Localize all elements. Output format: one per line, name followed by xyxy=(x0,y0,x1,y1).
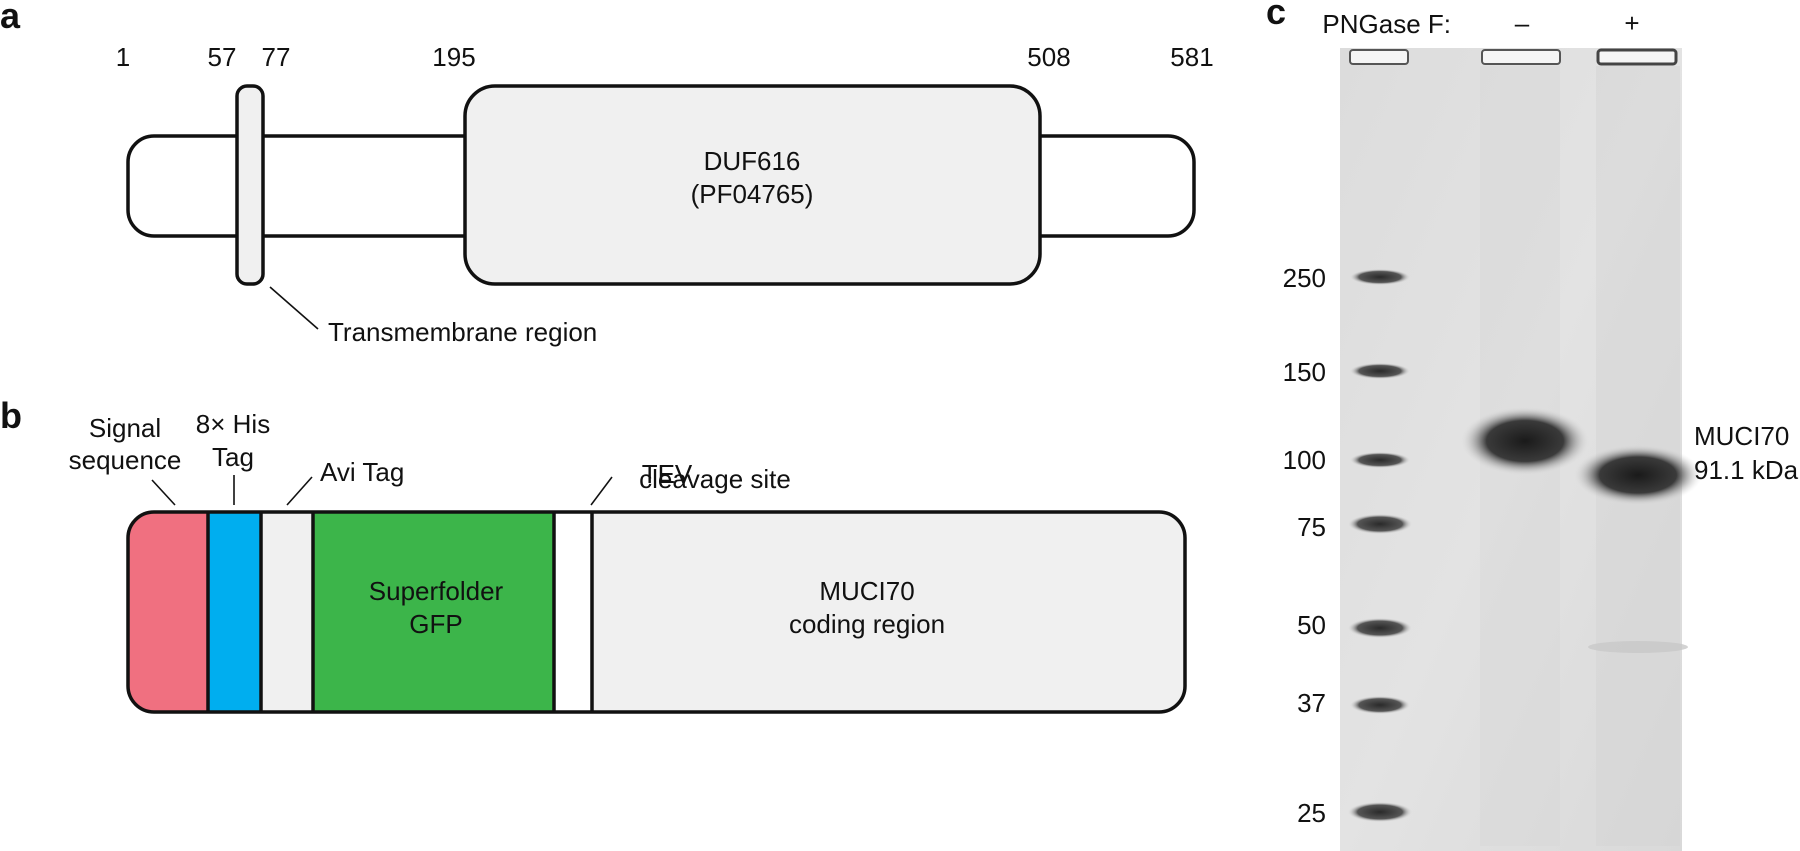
coding-label-line1: MUCI70 xyxy=(819,576,914,606)
ladder-label-150: 150 xyxy=(1283,357,1326,387)
well-plus xyxy=(1596,48,1678,66)
ladder-label-100: 100 xyxy=(1283,445,1326,475)
domain-label-line1: DUF616 xyxy=(704,146,801,176)
his-tag-segment xyxy=(208,512,261,712)
avi-tag-segment xyxy=(261,512,313,712)
construct-bar xyxy=(126,510,1187,714)
transmembrane-leader-line xyxy=(269,286,319,330)
duf616-domain xyxy=(463,84,1042,286)
tev-leader-line xyxy=(590,476,613,506)
ladder-label-50: 50 xyxy=(1297,610,1326,640)
domain-label-line2: (PF04765) xyxy=(691,179,814,209)
gfp-segment xyxy=(313,512,554,712)
ladder-band-100 xyxy=(1350,452,1410,468)
well-ladder xyxy=(1349,49,1409,65)
band-label-line2: 91.1 kDa xyxy=(1694,455,1799,485)
panel-c: c PNGase F: – + 250 xyxy=(1266,0,1799,851)
coding-label-line2: coding region xyxy=(789,609,945,639)
construct-outline xyxy=(126,510,1187,714)
lane-plus-label: + xyxy=(1624,8,1639,38)
gfp-label-line1: Superfolder xyxy=(369,576,504,606)
residue-number-508: 508 xyxy=(1027,42,1070,72)
ladder-label-250: 250 xyxy=(1283,263,1326,293)
signal-label-line2: sequence xyxy=(69,445,182,475)
avi-tag-leader-line xyxy=(286,476,313,506)
tev-label-line1: TEV xyxy=(642,459,693,489)
pngase-label: PNGase F: xyxy=(1322,9,1451,39)
ladder-label-75: 75 xyxy=(1297,512,1326,542)
panel-b: b Signal sequence 8× His Tag Avi Tag TEV… xyxy=(0,395,1187,714)
residue-number-77: 77 xyxy=(262,42,291,72)
ladder-label-25: 25 xyxy=(1297,798,1326,828)
panel-a: a 1 57 77 195 508 581 DUF616 (PF04765) T… xyxy=(0,0,1214,347)
lane-minus-label: – xyxy=(1515,8,1530,38)
band-minus-muci70 xyxy=(1461,407,1589,475)
band-plus-muci70 xyxy=(1574,445,1702,505)
coding-region-segment xyxy=(592,512,1185,712)
panel-a-letter: a xyxy=(0,0,21,36)
tev-site-segment xyxy=(554,512,592,712)
residue-number-57: 57 xyxy=(208,42,237,72)
signal-sequence-segment xyxy=(128,512,208,712)
residue-number-1: 1 xyxy=(116,42,130,72)
ladder-band-37 xyxy=(1350,696,1410,714)
ladder-band-50 xyxy=(1348,618,1412,638)
ladder-band-150 xyxy=(1350,363,1410,379)
panel-c-letter: c xyxy=(1266,0,1286,32)
transmembrane-label: Transmembrane region xyxy=(328,317,597,347)
his-tag-label-line1: 8× His xyxy=(196,409,270,439)
gfp-label-line2: GFP xyxy=(409,609,462,639)
ladder-band-25 xyxy=(1348,802,1412,822)
band-label-line1: MUCI70 xyxy=(1694,421,1789,451)
band-plus-faint xyxy=(1588,641,1688,653)
ladder-band-250 xyxy=(1350,269,1410,285)
tev-label-line2: cleavage site xyxy=(639,464,791,494)
avi-tag-label: Avi Tag xyxy=(320,457,404,487)
gel-image xyxy=(1340,48,1702,851)
signal-label-line1: Signal xyxy=(89,413,161,443)
ladder-label-37: 37 xyxy=(1297,688,1326,718)
his-tag-label-line2: Tag xyxy=(212,442,254,472)
residue-number-195: 195 xyxy=(432,42,475,72)
ladder-band-75 xyxy=(1348,514,1412,534)
well-minus xyxy=(1481,49,1561,65)
transmembrane-segment xyxy=(235,84,265,286)
panel-b-letter: b xyxy=(0,395,22,436)
signal-leader-line xyxy=(151,479,176,506)
residue-number-581: 581 xyxy=(1170,42,1213,72)
